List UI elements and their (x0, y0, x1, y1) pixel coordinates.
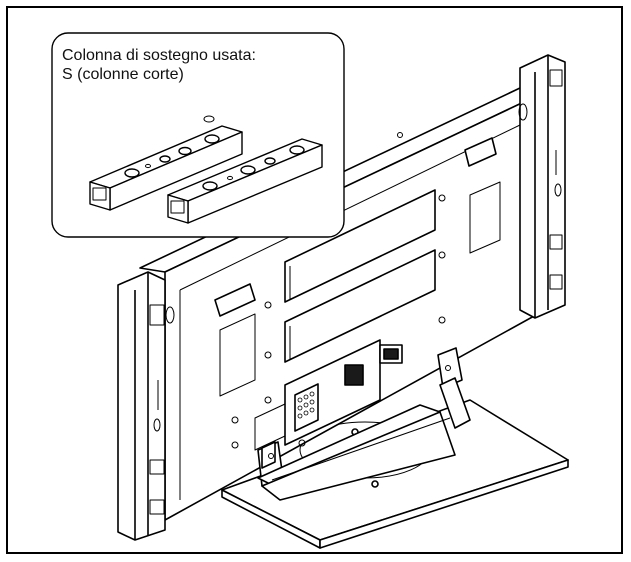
callout-line-2: S (colonne corte) (62, 66, 184, 83)
callout-line-1: Colonna di sostegno usata: (62, 47, 256, 64)
callout-label: Colonna di sostegno usata: S (colonne co… (62, 46, 256, 84)
support-column-short-2 (167, 138, 323, 224)
support-column-short-1 (89, 115, 243, 211)
stand-feet (257, 347, 471, 501)
